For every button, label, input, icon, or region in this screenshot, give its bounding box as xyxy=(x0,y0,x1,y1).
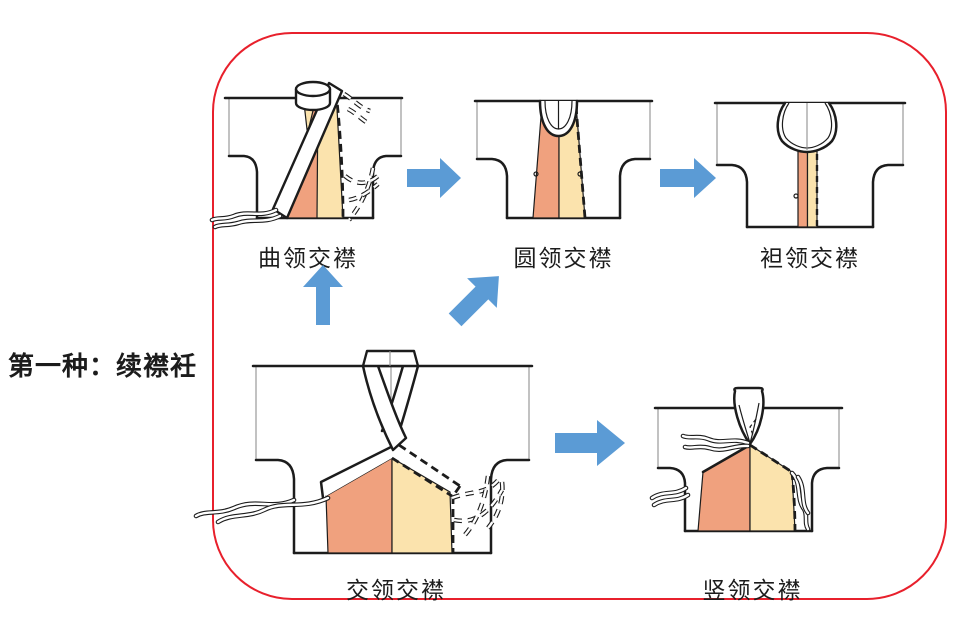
round-collar xyxy=(538,99,579,138)
curved-collar-roll xyxy=(294,80,332,112)
front-panels xyxy=(697,443,797,532)
figure-standing-collar xyxy=(640,383,865,543)
diagonal-collar-band xyxy=(271,81,344,220)
figure-label-standing-collar: 竖领交襟 xyxy=(702,577,803,603)
figure-round-collar xyxy=(466,86,661,229)
figure-label-round-collar: 圆领交襟 xyxy=(513,245,614,271)
figure-curved-collar xyxy=(208,76,408,231)
collar-tie-dashed xyxy=(342,92,371,126)
arrow-right-icon xyxy=(555,420,625,466)
collar-band-left xyxy=(361,364,408,452)
neck-ties xyxy=(680,433,751,452)
open-collar-garment-drawing xyxy=(713,101,907,229)
category-label: 第一种：续襟衽 xyxy=(8,351,198,381)
arrow-right-icon xyxy=(660,158,716,198)
arrow-up-icon xyxy=(303,265,343,325)
waist-ties-left xyxy=(193,495,331,525)
figure-crossed-collar xyxy=(190,346,542,564)
waist-ties-right xyxy=(789,470,811,532)
arrow-right-icon xyxy=(407,158,461,198)
open-collar xyxy=(776,101,838,154)
front-strip xyxy=(793,149,819,228)
figure-label-open-collar: 袒领交襟 xyxy=(760,245,860,271)
collar-band-under xyxy=(319,443,397,500)
standing-collar-garment-drawing xyxy=(649,386,844,533)
figure-label-crossed-collar: 交领交襟 xyxy=(346,577,446,603)
curved-collar-garment-drawing xyxy=(209,80,404,230)
figure-label-curved-collar: 曲领交襟 xyxy=(258,245,358,271)
back-collar xyxy=(361,349,420,368)
waist-ties-right-dashed xyxy=(343,167,380,222)
waist-ties-left xyxy=(209,207,283,230)
red-rounded-frame xyxy=(212,32,947,600)
garment-body xyxy=(713,101,907,229)
front-panels xyxy=(325,443,462,554)
waist-ties-right-dashed xyxy=(451,475,505,538)
waist-ties-left xyxy=(649,485,691,508)
figure-open-collar xyxy=(711,94,909,234)
round-collar-garment-drawing xyxy=(473,99,654,220)
arrow-up-right-icon xyxy=(440,261,514,335)
standing-collar xyxy=(733,386,765,446)
crossed-collar-garment-drawing xyxy=(193,349,534,555)
